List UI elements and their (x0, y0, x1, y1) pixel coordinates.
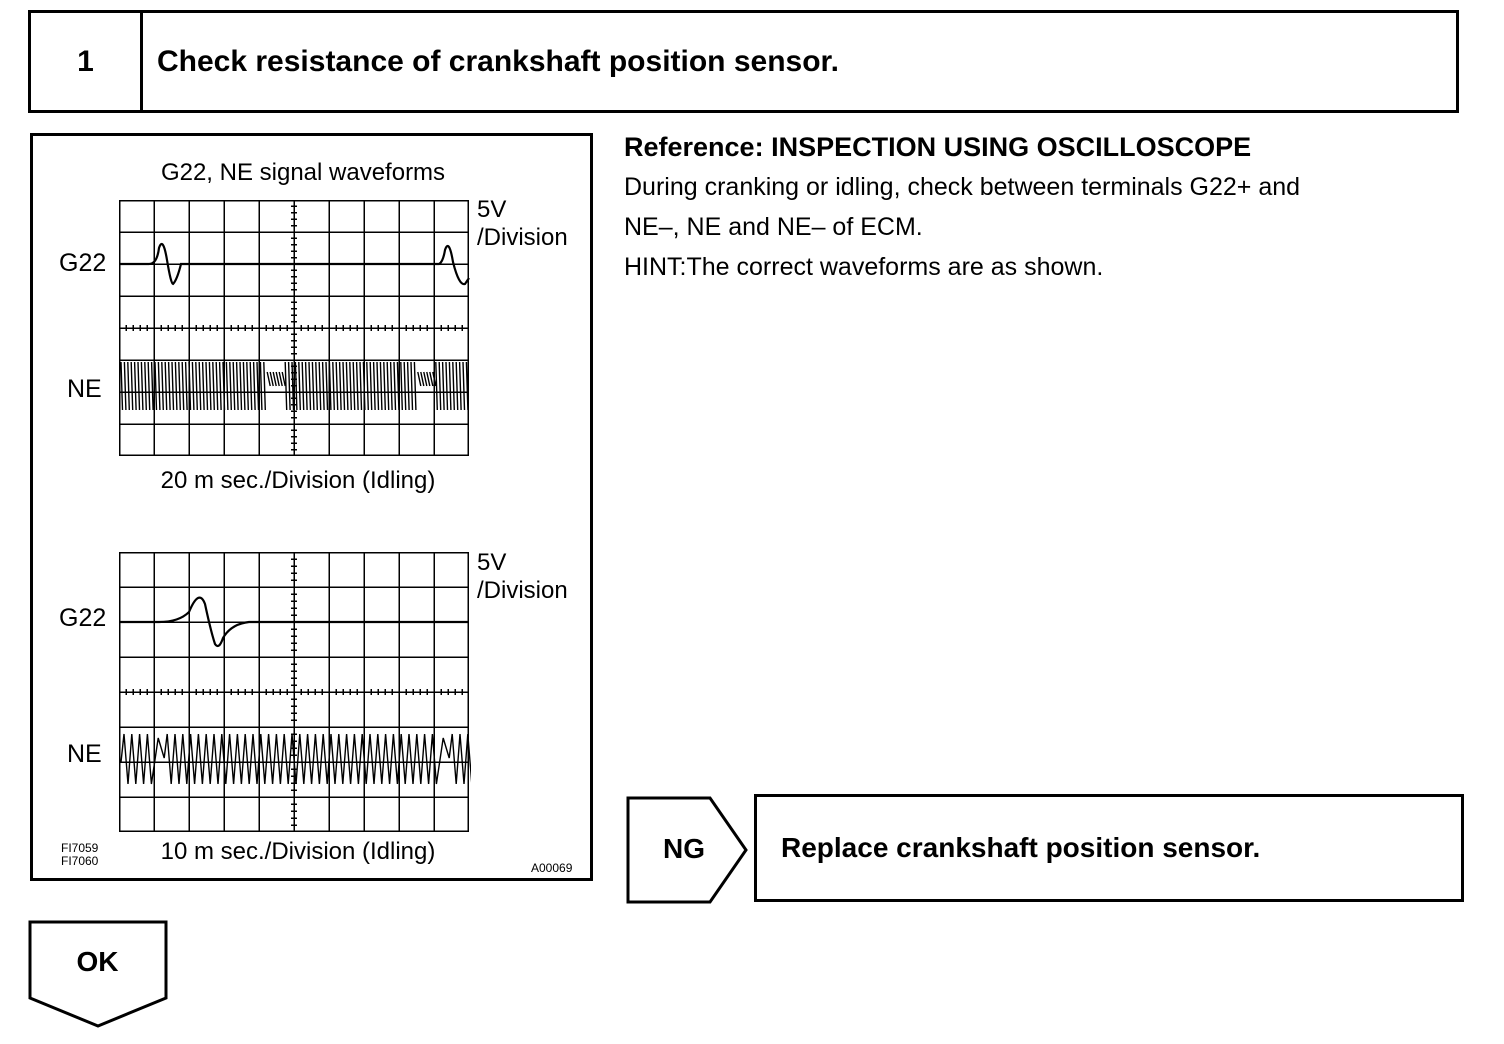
ne-label-1: NE (67, 375, 102, 403)
ng-arrow-icon (626, 796, 748, 904)
reference-line-2: NE–, NE and NE– of ECM. (624, 213, 923, 241)
g22-label-2: G22 (59, 604, 107, 632)
figure-code-1: FI7059 (61, 841, 99, 855)
waveform-figure: G22, NE signal waveforms G22 NE 5V /Divi… (30, 133, 593, 881)
step-number: 1 (31, 13, 143, 110)
figure-code-2: FI7060 (61, 854, 99, 868)
step-header: 1 Check resistance of crankshaft positio… (28, 10, 1459, 113)
g22-waveform-2 (119, 596, 469, 648)
scope-caption-1: 20 m sec./Division (Idling) (160, 467, 436, 494)
ok-label: OK (76, 946, 119, 977)
volt-unit-2: /Division (477, 577, 568, 604)
reference-text: Reference: INSPECTION USING OSCILLOSCOPE… (624, 127, 1484, 287)
ne-waveform-2 (120, 733, 471, 785)
volt-division-1: 5V /Division (477, 196, 568, 252)
g22-waveform-1 (119, 242, 470, 286)
volt-value-1: 5V (477, 196, 507, 223)
reference-hint: HINT:The correct waveforms are as shown. (624, 253, 1104, 281)
step-title: Check resistance of crankshaft position … (157, 44, 839, 78)
reference-heading: Reference: INSPECTION USING OSCILLOSCOPE (624, 132, 1252, 162)
scope-grid-2 (119, 552, 471, 832)
ne-label-2: NE (67, 740, 102, 768)
reference-line-1: During cranking or idling, check between… (624, 173, 1301, 201)
scope-caption-2: 10 m sec./Division (Idling) (160, 838, 436, 865)
ok-arrow-icon (28, 920, 168, 1028)
volt-value-2: 5V (477, 549, 507, 576)
ng-action-text: Replace crankshaft position sensor. (781, 832, 1261, 863)
ng-label: NG (663, 833, 705, 864)
figure-title: G22, NE signal waveforms (160, 159, 446, 186)
g22-label-1: G22 (59, 249, 107, 277)
reference-code: A00069 (531, 861, 573, 875)
figure-codes: FI7059 FI7060 (61, 842, 98, 868)
volt-division-2: 5V /Division (477, 549, 568, 605)
volt-unit-1: /Division (477, 224, 568, 251)
ne-waveform-1 (120, 361, 469, 411)
scope-grid-1 (119, 200, 470, 456)
ng-action-box: Replace crankshaft position sensor. (754, 794, 1464, 902)
